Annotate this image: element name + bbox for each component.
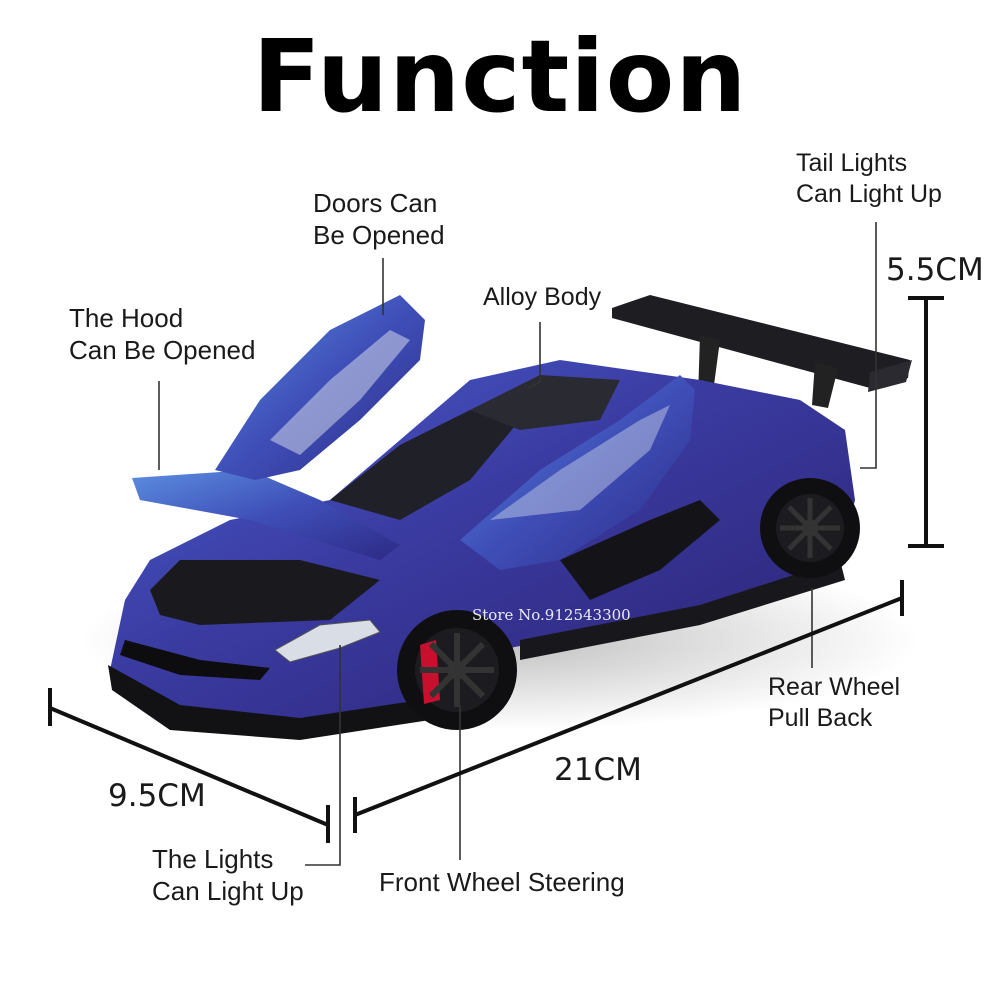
page-title: Function xyxy=(252,18,748,135)
tail-lights-label-line1: Tail Lights xyxy=(796,149,908,177)
rear-wheel-label: Rear Wheel Pull Back xyxy=(768,672,900,734)
rear-wheel xyxy=(760,478,860,578)
lights-label-line2: Can Light Up xyxy=(152,876,304,906)
width-dimension-line xyxy=(48,688,330,843)
tail-lights-callout-line xyxy=(860,222,877,469)
callout-lines xyxy=(158,222,877,866)
hood-label-line2: Can Be Opened xyxy=(69,335,256,365)
lights-callout-line xyxy=(305,645,341,866)
rear-wing xyxy=(612,295,912,408)
length-dimension-label: 21CM xyxy=(554,752,642,788)
doors-label: Doors Can Be Opened xyxy=(313,187,445,251)
lights-label-line1: The Lights xyxy=(152,844,274,874)
open-hood xyxy=(132,470,400,560)
alloy-body-label: Alloy Body xyxy=(483,283,602,311)
tail-lights-label: Tail Lights Can Light Up xyxy=(796,148,942,210)
doors-label-line1: Doors Can xyxy=(313,188,438,218)
rear-wheel-label-line1: Rear Wheel xyxy=(768,673,900,701)
alloy-callout-line xyxy=(527,322,541,389)
open-door-right xyxy=(460,375,695,570)
front-wheel xyxy=(397,610,517,730)
hood-label: The Hood Can Be Opened xyxy=(69,302,255,366)
height-dimension-label: 5.5CM xyxy=(886,252,984,288)
length-dimension-line xyxy=(353,580,904,833)
lights-label: The Lights Can Light Up xyxy=(152,843,304,907)
tail-lights-label-line2: Can Light Up xyxy=(796,180,942,208)
dimension-lines xyxy=(48,296,944,843)
height-dimension-line xyxy=(908,296,944,548)
hood-label-line1: The Hood xyxy=(69,303,184,333)
width-dimension-label: 9.5CM xyxy=(108,778,206,814)
doors-label-line2: Be Opened xyxy=(313,220,445,250)
rear-wheel-label-line2: Pull Back xyxy=(768,704,873,732)
open-door-left xyxy=(215,295,425,480)
store-watermark: Store No.912543300 xyxy=(472,606,631,624)
front-wheel-label: Front Wheel Steering xyxy=(379,867,625,897)
